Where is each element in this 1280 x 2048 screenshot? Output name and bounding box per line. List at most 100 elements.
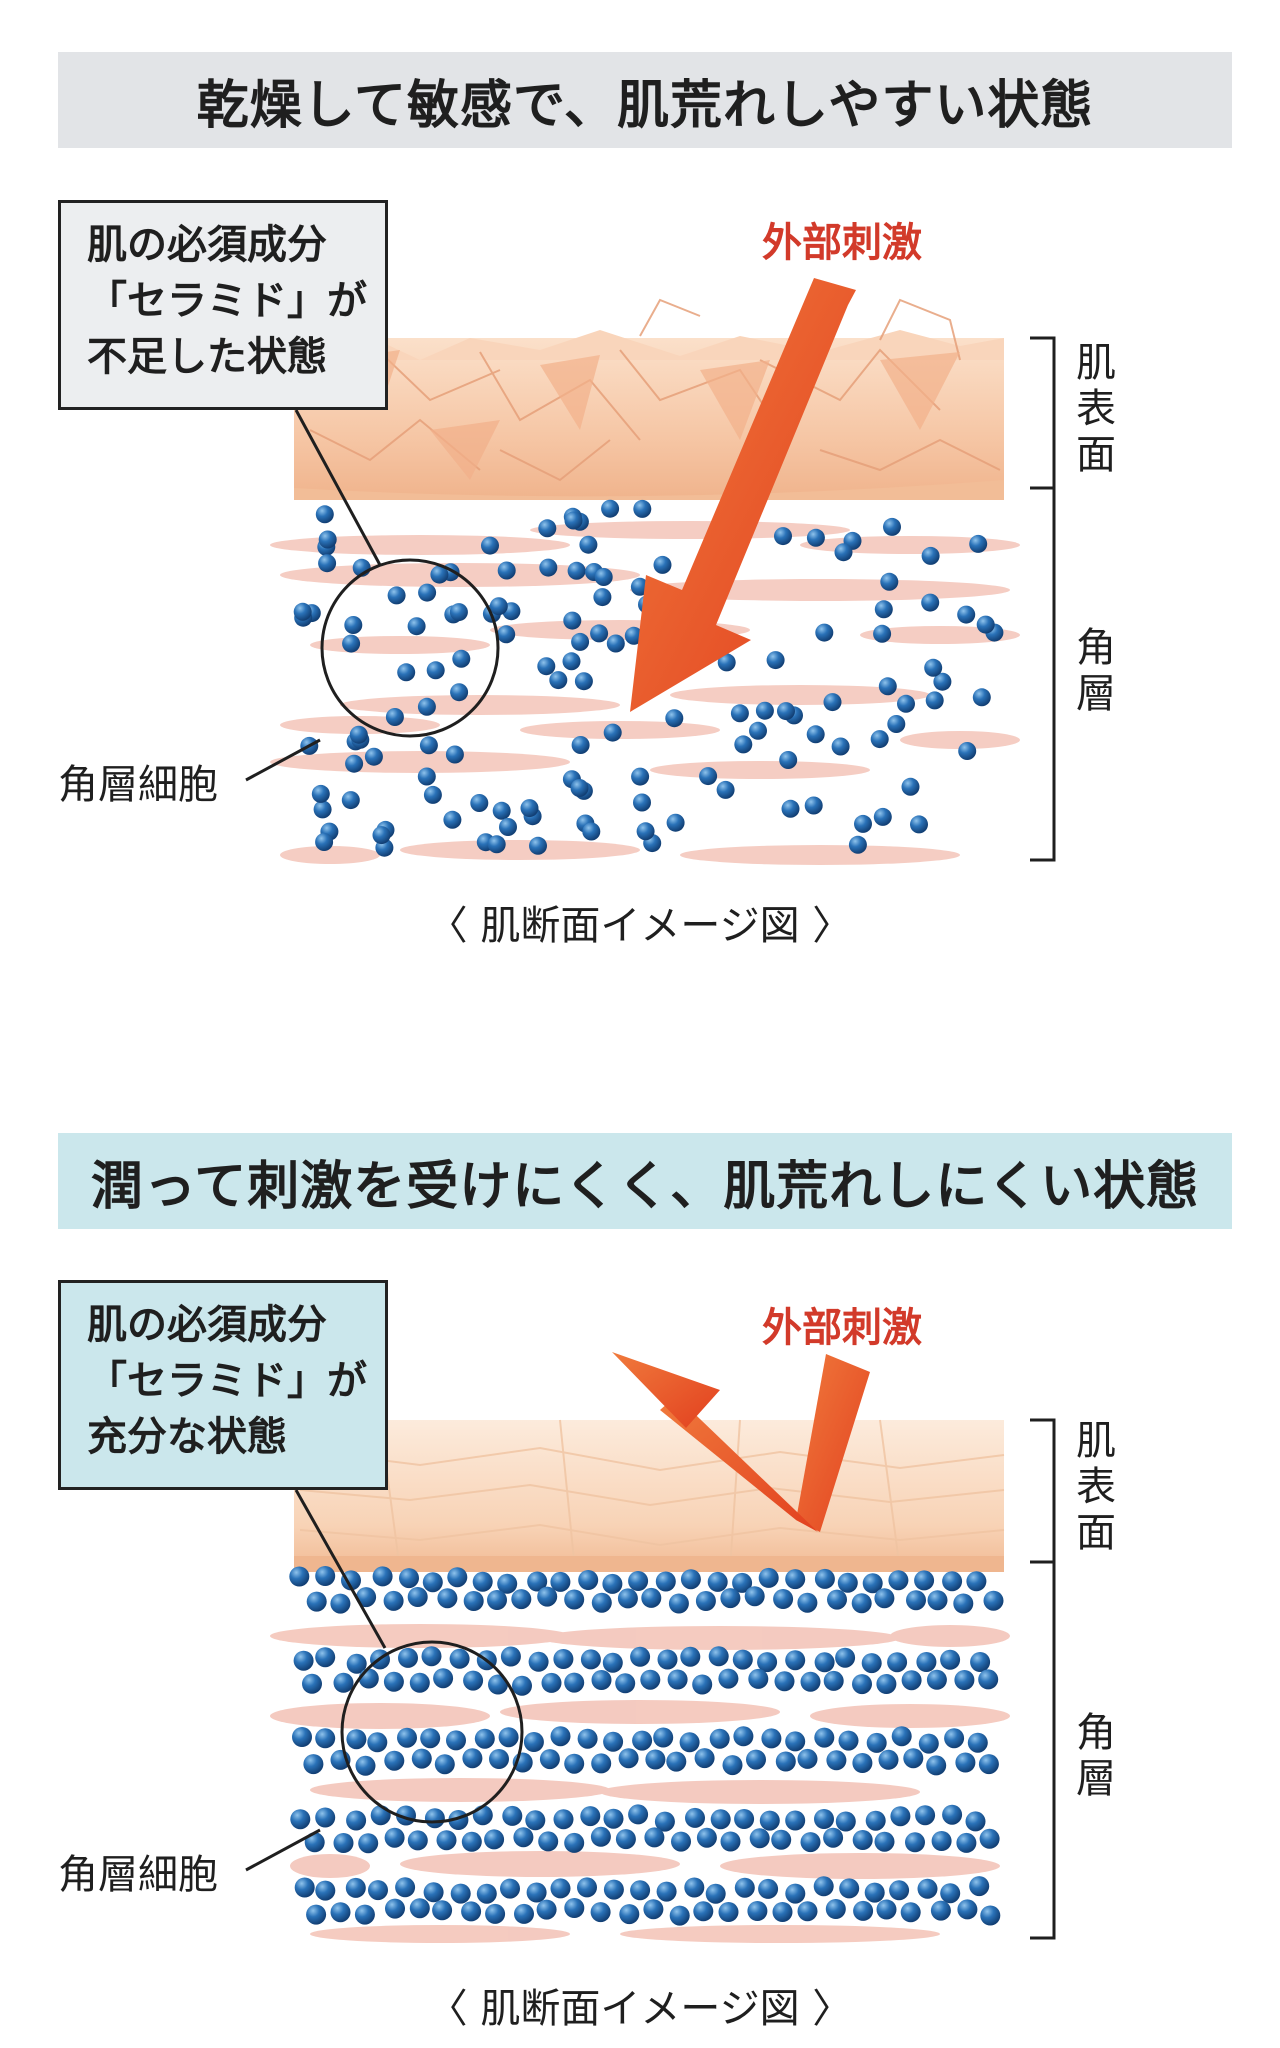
ceramide-particle <box>497 1573 518 1594</box>
ceramide-particle <box>873 624 892 643</box>
ceramide-particle <box>957 1899 978 1920</box>
ceramide-particle <box>409 1898 430 1919</box>
ceramide-particle <box>526 1882 547 1903</box>
panel-1-layer-bracket <box>1030 486 1056 862</box>
ceramide-particle <box>355 1755 376 1776</box>
ceramide-particle <box>918 1733 939 1754</box>
ceramide-particle <box>538 1831 559 1852</box>
ceramide-particle <box>603 1879 624 1900</box>
ceramide-particle <box>591 1753 612 1774</box>
ceramide-particle <box>591 1592 612 1613</box>
ceramide-particle <box>550 1726 571 1747</box>
ceramide-particle <box>500 1646 521 1667</box>
ceramide-particle <box>880 572 899 591</box>
ceramide-particle <box>450 1883 471 1904</box>
ceramide-particle <box>446 1730 466 1751</box>
ceramide-particle <box>865 1810 886 1831</box>
ceramide-particle <box>536 1899 557 1920</box>
ceramide-particle <box>823 1670 844 1691</box>
ceramide-particle <box>891 1726 912 1747</box>
ceramide-particle <box>368 1880 388 1901</box>
ceramide-particle <box>306 1904 327 1925</box>
ceramide-particle <box>433 1668 454 1689</box>
ceramide-particle <box>654 1811 675 1832</box>
ceramide-particle <box>814 1652 835 1673</box>
panel-1-layer-char-2: 層 <box>1076 671 1116 717</box>
ceramide-particle <box>852 1830 873 1850</box>
ceramide-particle <box>472 1571 493 1592</box>
ceramide-particle <box>926 1755 947 1776</box>
ceramide-particle <box>944 1728 965 1749</box>
ceramide-particle <box>978 1754 999 1775</box>
ceramide-particle <box>680 1569 701 1590</box>
ceramide-particle <box>449 1648 470 1669</box>
ceramide-particle <box>315 1880 336 1901</box>
ceramide-particle <box>525 1810 546 1831</box>
ceramide-particle <box>887 1652 908 1673</box>
ceramide-particle <box>978 1669 999 1690</box>
panel-2-callout-line-2: 「セラミド」が <box>87 1358 367 1404</box>
ceramide-particle <box>758 1878 779 1899</box>
ceramide-particle <box>345 1877 366 1898</box>
ceramide-particle <box>878 677 897 696</box>
ceramide-particle <box>311 784 330 803</box>
ceramide-particle <box>461 1901 482 1922</box>
ceramide-particle <box>732 1649 753 1670</box>
ceramide-particle <box>358 1668 379 1689</box>
ceramide-particle <box>500 1878 520 1899</box>
panel-1-ceramide-particles <box>293 499 1004 857</box>
ceramide-particle <box>744 1586 765 1607</box>
ceramide-particle <box>834 543 853 562</box>
ceramide-particle <box>590 624 609 643</box>
ceramide-particle <box>800 1832 821 1853</box>
panel-2-title: 潤って刺激を受けにくく、肌荒れしにくい状態 <box>58 1133 1232 1229</box>
panel-2-callout-leader <box>294 1489 387 1649</box>
ceramide-particle <box>749 721 767 740</box>
ceramide-particle <box>564 1589 585 1610</box>
ceramide-particle <box>606 634 625 653</box>
ceramide-particle <box>628 1571 649 1591</box>
panel-1-surface-bracket <box>1030 336 1056 490</box>
ceramide-particle <box>590 1826 611 1847</box>
ceramide-particle <box>424 1808 445 1829</box>
panel-2-layer-label: 角 層 <box>1074 1710 1118 1802</box>
ceramide-particle <box>383 1590 404 1611</box>
ceramide-particle <box>774 527 792 546</box>
ceramide-particle <box>722 1755 743 1776</box>
ceramide-particle <box>411 1748 432 1769</box>
ceramide-particle <box>940 1649 961 1670</box>
ceramide-particle <box>699 767 718 786</box>
ceramide-particle <box>777 702 795 721</box>
ceramide-particle <box>746 1749 766 1770</box>
ceramide-particle <box>797 1901 818 1922</box>
ceramide-particle <box>624 626 643 645</box>
ceramide-particle <box>958 742 977 760</box>
ceramide-particle <box>837 1572 858 1593</box>
panel-2-cell-label: 角層細胞 <box>58 1852 218 1898</box>
ceramide-particle <box>734 1877 755 1898</box>
ceramide-particle <box>921 546 940 565</box>
ceramide-particle <box>385 1898 405 1919</box>
ceramide-particle <box>853 1900 874 1921</box>
ceramide-particle <box>342 634 361 653</box>
ceramide-particle <box>574 672 593 691</box>
ceramide-particle <box>313 800 332 819</box>
ceramide-particle <box>854 814 872 833</box>
ceramide-particle <box>603 1808 624 1829</box>
panel-2-cell-leader <box>245 1828 321 1872</box>
ceramide-particle <box>364 747 383 766</box>
panel-1-callout-line-2: 「セラミド」が <box>87 278 367 324</box>
ceramide-particle <box>407 1587 428 1607</box>
ceramide-particle <box>717 653 736 672</box>
ceramide-particle <box>814 1809 834 1829</box>
ceramide-particle <box>666 1751 687 1772</box>
panel-1-cell-leader <box>245 738 321 782</box>
ceramide-particle <box>772 1902 793 1922</box>
ceramide-particle <box>931 1831 952 1851</box>
ceramide-particle <box>957 605 976 624</box>
panel-2-callout-line-1: 肌の必須成分 <box>87 1302 327 1348</box>
ceramide-particle <box>432 1900 453 1921</box>
panel-1-skin-surface <box>294 298 1004 500</box>
ceramide-particle <box>806 725 825 744</box>
